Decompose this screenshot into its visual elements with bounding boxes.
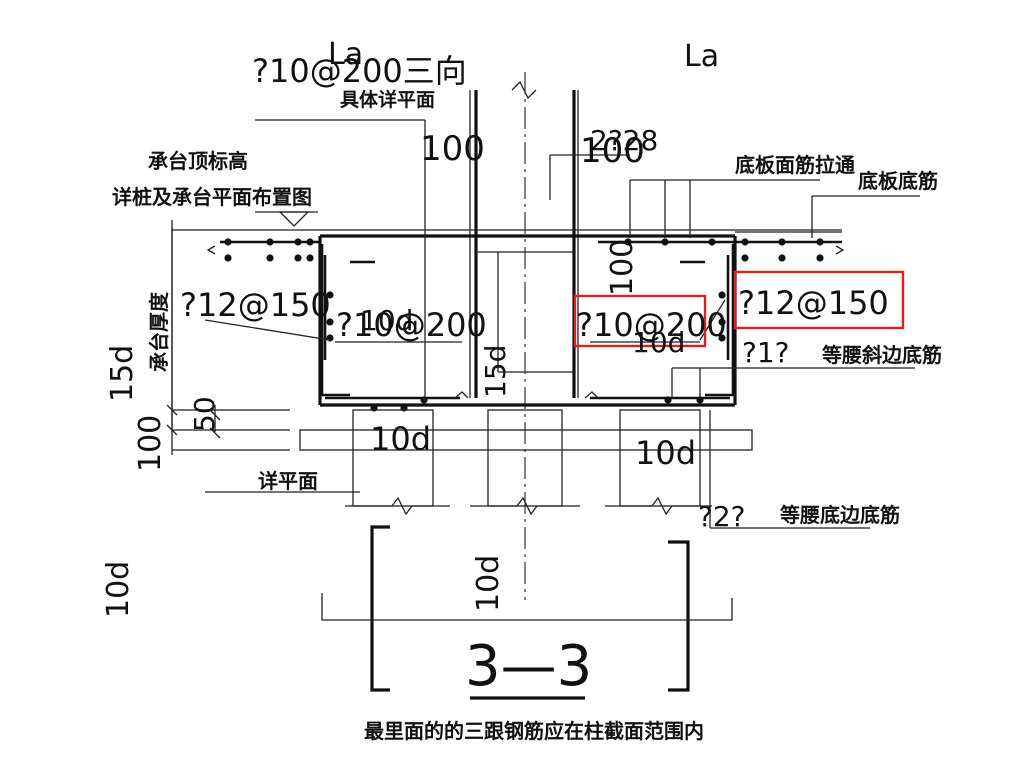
label-bottom-side-bar: 等腰底边底筋 bbox=[780, 503, 900, 527]
label-dim-100-bottom: 100 bbox=[133, 415, 168, 472]
label-10d-e: 10d bbox=[101, 561, 136, 618]
label-dim-100-vertical: 100 bbox=[605, 239, 640, 296]
label-slab-bottom-bars: 底板底筋 bbox=[858, 169, 938, 193]
text-labels: La La ?10@200三向 具体详平面 100 2?28 100 承台顶标高… bbox=[101, 37, 942, 743]
label-slab-top-bars: 底板面筋拉通 bbox=[735, 153, 855, 177]
label-tie-left: ?10@200 bbox=[336, 306, 487, 344]
dimension-marks bbox=[166, 220, 221, 455]
label-see-plan: 详平面 bbox=[258, 469, 318, 493]
bedding-layer bbox=[172, 409, 753, 451]
label-la-right: La bbox=[684, 39, 719, 74]
label-side-bar-right: ?12@150 bbox=[738, 284, 889, 322]
label-dim-50: 50 bbox=[188, 396, 221, 432]
label-section-id: 3—3 bbox=[465, 634, 592, 699]
highlight-box-right-side-bar bbox=[733, 270, 905, 330]
label-la-left: La bbox=[328, 37, 363, 72]
pile-cap bbox=[318, 236, 737, 407]
label-10d-c: 10d bbox=[370, 420, 431, 458]
label-pile-cap-layout-ref: 详桩及承台平面布置图 bbox=[112, 185, 312, 209]
label-rebar-2: ?2? bbox=[698, 500, 746, 533]
label-footnote: 最里面的的三跟钢筋应在柱截面范围内 bbox=[364, 719, 704, 743]
label-pile-cap-top-elev: 承台顶标高 bbox=[148, 149, 248, 173]
label-10d-a: 10d bbox=[360, 304, 413, 337]
label-slope-bottom-bar: 等腰斜边底筋 bbox=[822, 343, 942, 367]
section-bracket bbox=[321, 525, 733, 700]
label-stirrup-top: ?10@200三向 bbox=[252, 52, 467, 90]
label-15d-column: 15d bbox=[479, 345, 512, 398]
label-cap-thickness: 承台厚度 bbox=[147, 291, 171, 372]
label-dim-100-left: 100 bbox=[420, 129, 485, 169]
label-side-bar-left: ?12@150 bbox=[180, 286, 331, 324]
label-10d-center: 10d bbox=[471, 555, 506, 612]
piles bbox=[345, 409, 712, 516]
leader-lines bbox=[204, 119, 920, 529]
highlight-box-right-tie bbox=[573, 294, 707, 348]
label-10d-b: 10d bbox=[632, 326, 685, 359]
label-10d-d: 10d bbox=[635, 434, 696, 472]
label-15d-side: 15d bbox=[105, 345, 140, 402]
label-dim-100-right: 100 bbox=[580, 131, 645, 171]
label-rebar-1: ?1? bbox=[742, 336, 790, 369]
label-tie-right: ?10@200 bbox=[576, 306, 727, 344]
label-rebar-228: 2?28 bbox=[590, 124, 658, 157]
label-see-plan-detail: 具体详平面 bbox=[340, 88, 435, 111]
